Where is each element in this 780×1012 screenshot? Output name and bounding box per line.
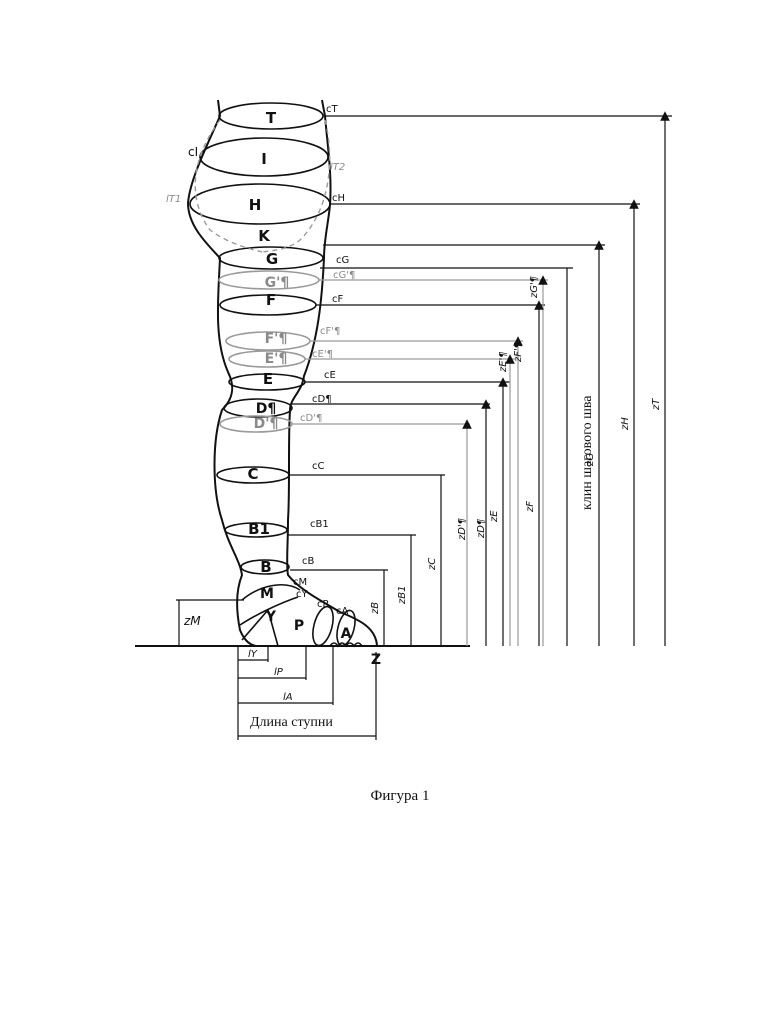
label-cH: cH [332, 193, 345, 204]
label-zF-prime: zF'¶ [513, 342, 524, 363]
label-Y: Y [265, 609, 277, 625]
label-G: G [266, 250, 278, 268]
label-cG: cG [336, 255, 349, 266]
label-cE: cE [324, 370, 336, 381]
label-zE-prime: zE'¶ [498, 351, 509, 373]
label-zD-prime: zD'¶ [457, 518, 468, 541]
label-B: B [260, 558, 271, 576]
circumference-labels: cT cI lT1 lT2 cH cG cG'¶ cF cF'¶ cE'¶ cE… [166, 104, 355, 617]
label-cP: cP [317, 599, 329, 610]
label-G-prime: G'¶ [265, 275, 290, 291]
label-cE-prime: cE'¶ [312, 349, 333, 360]
label-cG-prime: cG'¶ [333, 270, 355, 281]
label-A: A [341, 626, 352, 642]
label-zH: zH [620, 417, 631, 431]
label-zB1: zB1 [397, 586, 408, 605]
label-P: P [294, 618, 304, 634]
label-F-prime: F'¶ [265, 331, 288, 347]
label-zT: zT [651, 398, 662, 411]
label-lT1: lT1 [166, 194, 181, 205]
label-zC: zC [427, 558, 438, 571]
foot-length-labels: lY lP lA [248, 649, 293, 703]
foot-length-label: Длина ступни [250, 715, 333, 730]
label-zE: zE [489, 510, 500, 523]
label-E-prime: E'¶ [265, 351, 288, 367]
label-zD: zD¶ [476, 519, 487, 539]
label-zB: zB [370, 602, 381, 615]
section-letter-labels: T I H K G G'¶ F F'¶ E'¶ E D¶ D'¶ C B1 B … [247, 109, 381, 668]
label-cD-prime: cD'¶ [300, 413, 322, 424]
label-zF: zF [525, 501, 536, 513]
label-F: F [266, 291, 276, 309]
label-D: D¶ [256, 401, 277, 417]
label-cI: cI [188, 145, 198, 159]
label-zM: zM [183, 614, 201, 628]
label-cT: cT [326, 104, 338, 115]
label-lA: lA [283, 692, 293, 703]
label-D-prime: D'¶ [254, 416, 279, 432]
label-cA: cA [336, 606, 348, 617]
label-T: T [266, 109, 277, 127]
label-cF-prime: cF'¶ [320, 326, 340, 337]
label-zG-prime: zG'¶ [529, 276, 540, 299]
label-K: K [258, 227, 271, 245]
leg-outline [188, 100, 377, 646]
label-cB: cB [302, 556, 314, 567]
label-cB1: cB1 [310, 519, 329, 530]
label-lT2: lT2 [330, 162, 345, 173]
label-cM: cM [293, 577, 307, 588]
label-E: E [263, 370, 273, 388]
label-I: I [261, 150, 267, 168]
label-M: M [260, 586, 274, 602]
label-B1: B1 [248, 520, 270, 538]
label-cD: cD¶ [312, 394, 332, 405]
label-cF: cF [332, 294, 343, 305]
figure-caption: Фигура 1 [371, 788, 430, 804]
label-cY: cY [296, 589, 308, 600]
label-C: C [247, 465, 258, 483]
label-Z: Z [371, 652, 381, 668]
label-lP: lP [274, 667, 284, 678]
label-cC: cC [312, 461, 324, 472]
crotch-gusset-label: клин шагового шва [580, 395, 595, 510]
section-ellipses [190, 103, 330, 574]
label-lY: lY [248, 649, 258, 660]
label-H: H [249, 196, 262, 214]
